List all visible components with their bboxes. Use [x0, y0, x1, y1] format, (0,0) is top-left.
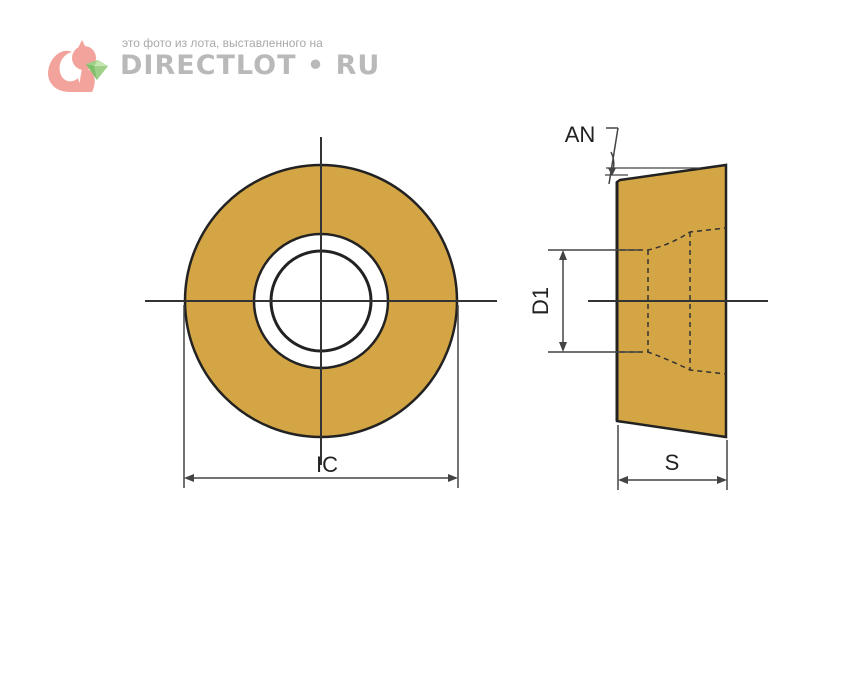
watermark: это фото из лота, выставленного на DIREC…	[42, 36, 379, 96]
watermark-brand: DIRECTLOT • RU	[120, 50, 381, 81]
d1-label: D1	[528, 287, 553, 315]
hidden-bore-lines	[620, 227, 727, 375]
an-dimension: AN	[565, 122, 700, 185]
front-view	[145, 137, 497, 465]
squirrel-diamond-icon	[48, 40, 108, 92]
s-label: S	[665, 450, 680, 475]
s-dimension: S	[617, 425, 728, 490]
ic-dimension: IC	[183, 305, 459, 488]
side-view	[588, 163, 768, 439]
watermark-tagline: это фото из лота, выставленного на	[122, 36, 323, 50]
ic-label: IC	[316, 452, 338, 477]
d1-dimension: D1	[528, 249, 640, 353]
an-label: AN	[565, 122, 596, 147]
